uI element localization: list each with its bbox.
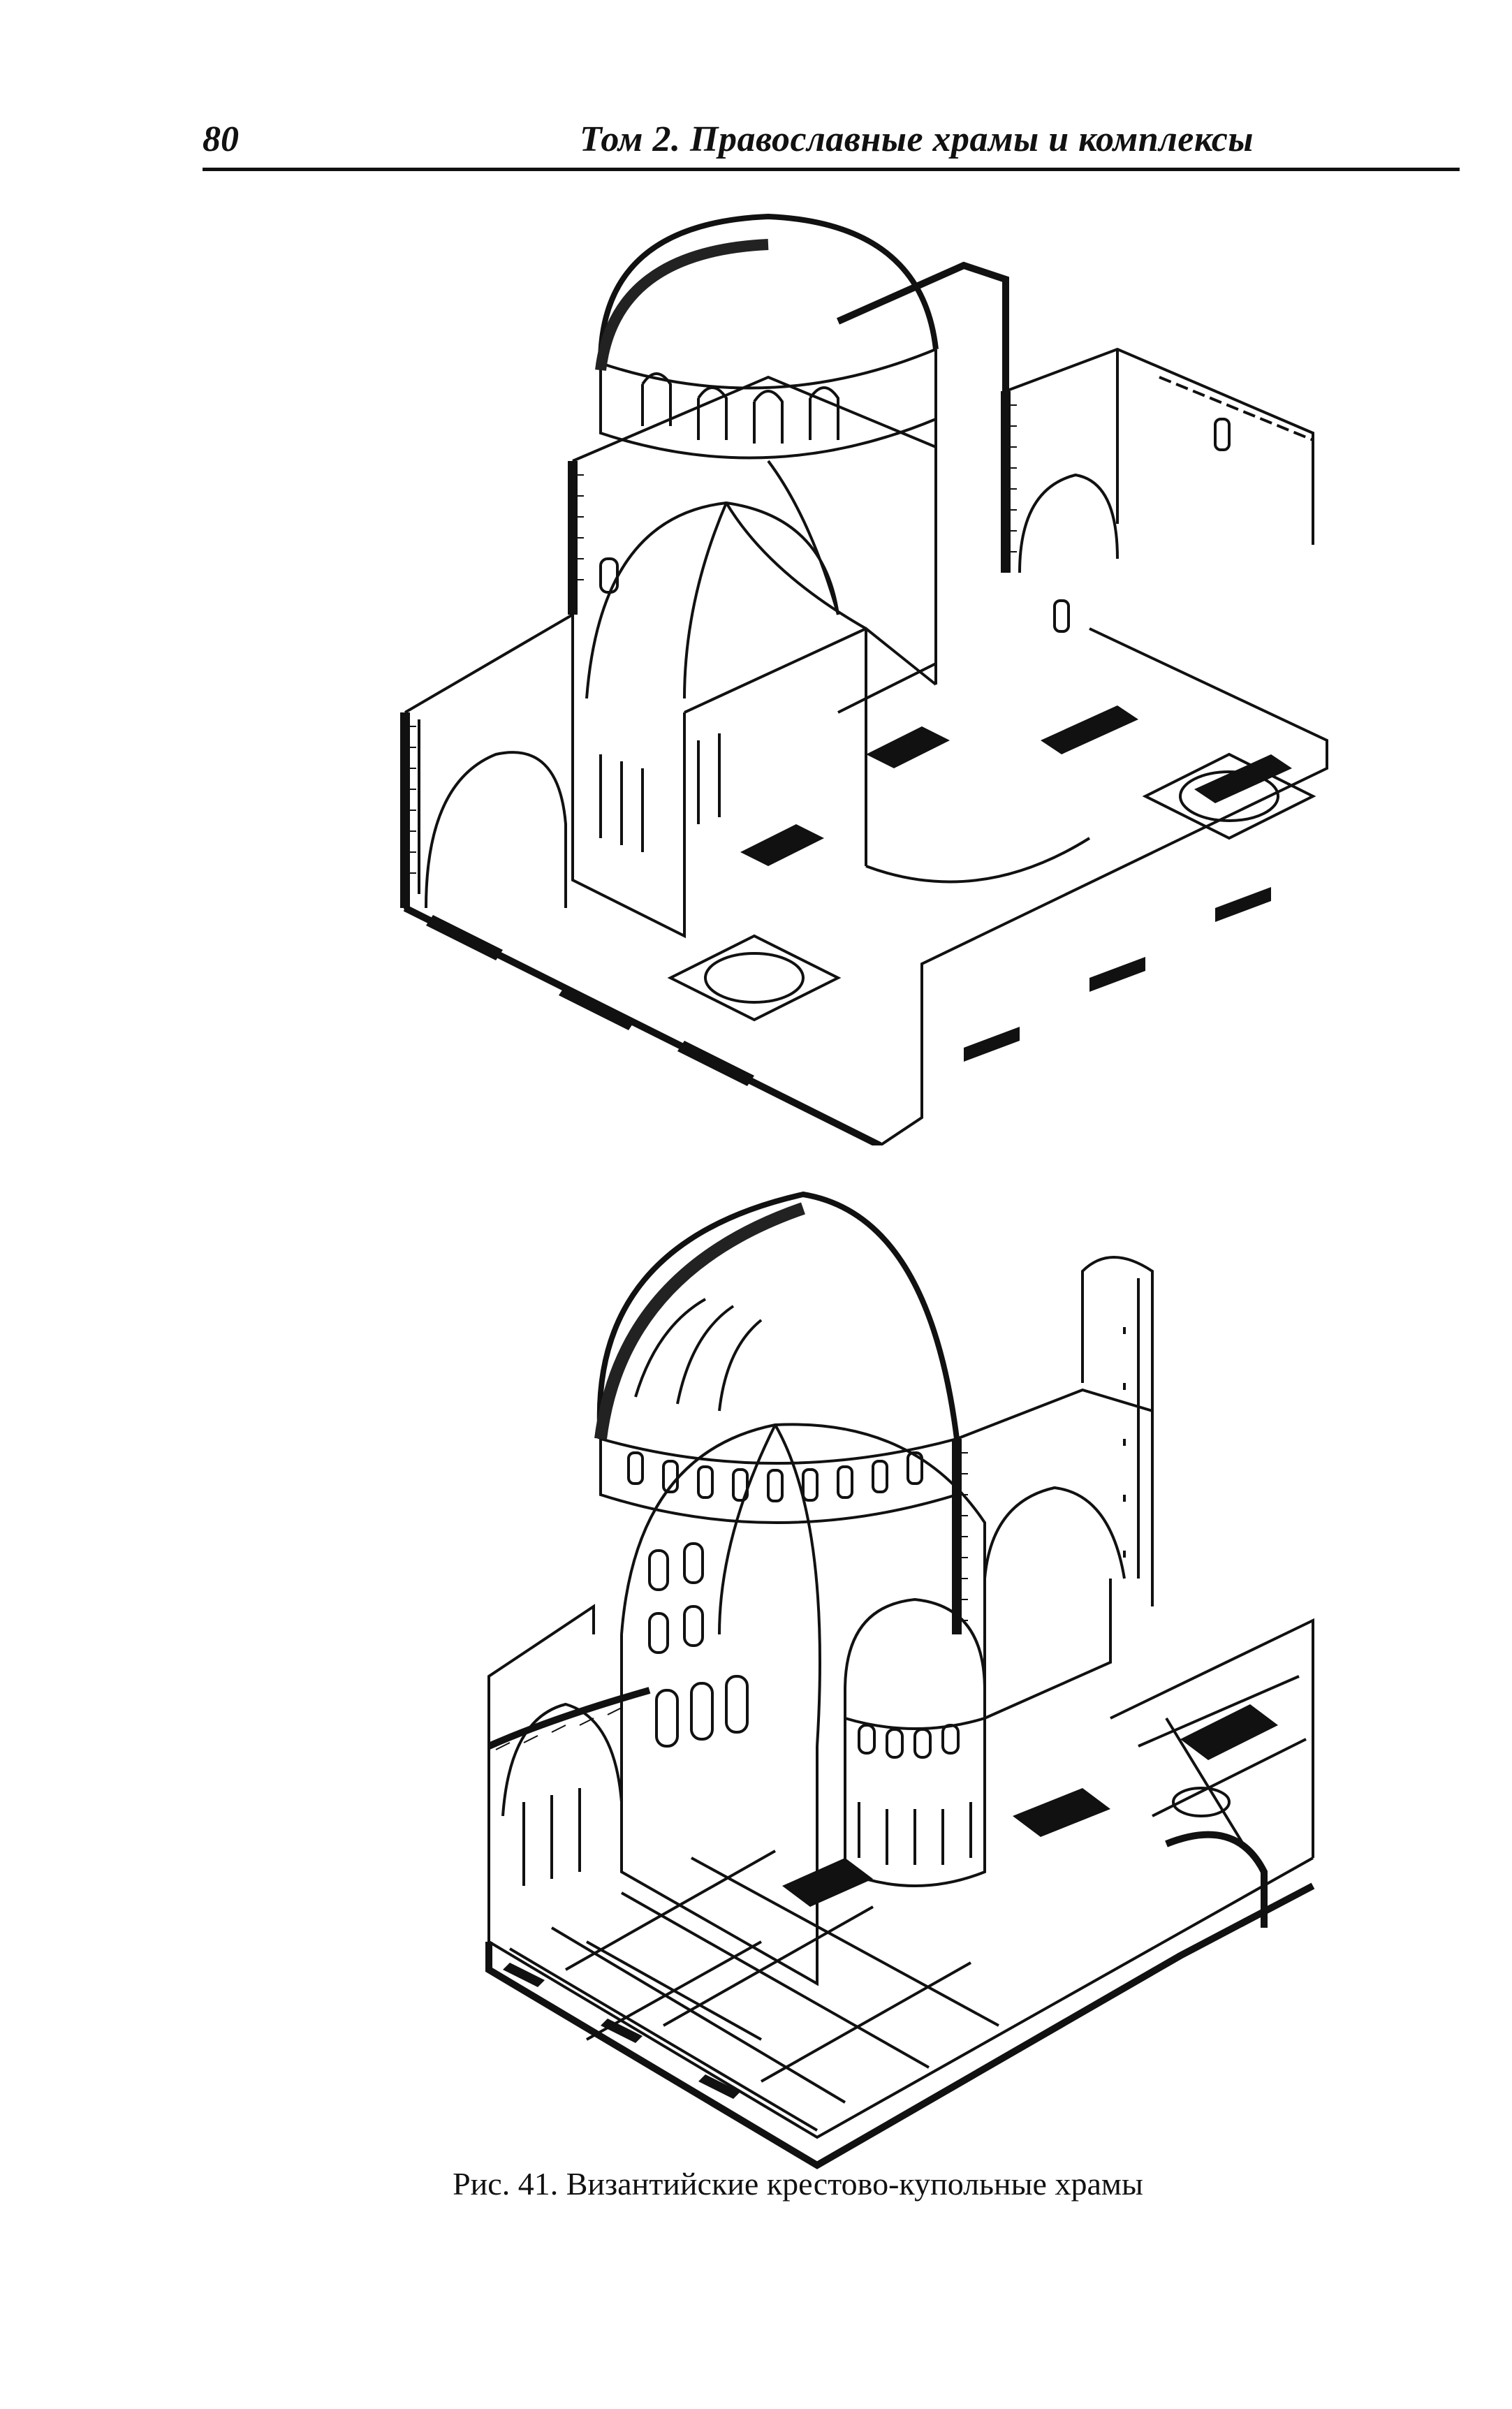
figure-caption: Рис. 41. Византийские крестово-купольные… [453,2166,1143,2202]
page-number: 80 [203,119,239,159]
header-rule [203,168,1460,171]
church-cutaway-drawing-top [391,210,1355,1145]
running-head: 80 Том 2. Православные храмы и комплексы [203,119,1460,175]
church-cutaway-drawing-bottom [482,1187,1320,2179]
running-head-title: Том 2. Православные храмы и комплексы [580,119,1254,159]
